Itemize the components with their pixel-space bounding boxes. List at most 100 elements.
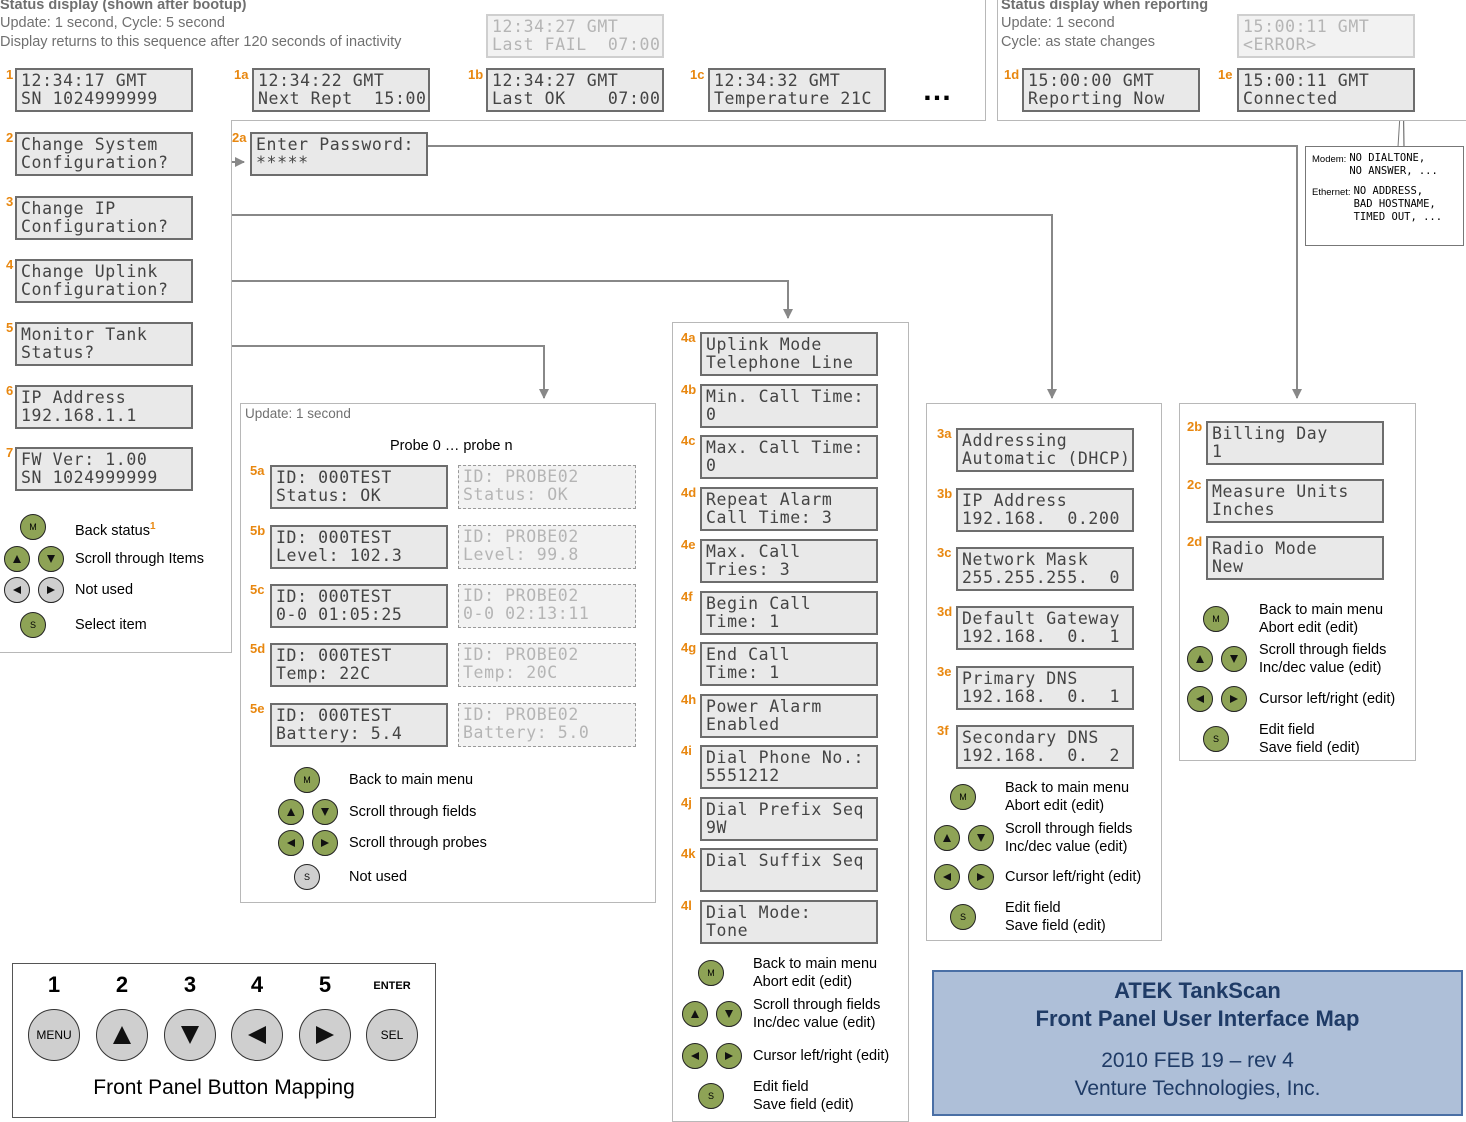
- lcd-uplink-field: Dial Mode: Tone: [700, 900, 878, 944]
- arrow-up-button-icon: [934, 825, 960, 851]
- menu-button[interactable]: MENU: [28, 1009, 80, 1061]
- screen-num: 1b: [468, 67, 484, 82]
- lcd-system-field: Billing Day 1: [1206, 421, 1384, 465]
- arrow-up-button-icon: [4, 546, 30, 572]
- modem-text: NO DIALTONE, NO ANSWER, ...: [1349, 152, 1438, 177]
- left-arrow-button[interactable]: [231, 1009, 283, 1061]
- screen-num: 3a: [937, 426, 952, 441]
- screen-num: 4j: [681, 795, 692, 810]
- lcd-uplink-field: Dial Suffix Seq: [700, 848, 878, 892]
- select-button-icon: S: [1203, 726, 1229, 752]
- lcd-ip-field: Addressing Automatic (DHCP): [956, 428, 1134, 472]
- screen-num: 5: [6, 320, 14, 335]
- button-number: 5: [318, 972, 332, 997]
- probe-heading: Probe 0 … probe n: [390, 438, 513, 454]
- arrow-right-button-icon: [312, 830, 338, 856]
- menu-button-icon: M: [20, 514, 46, 540]
- error-note: Modem:NO DIALTONE, NO ANSWER, ... Ethern…: [1305, 146, 1464, 246]
- lcd-monitor-probe-n: ID: PROBE02 Battery: 5.0: [458, 703, 636, 747]
- arrow-left-button-icon: [1187, 686, 1213, 712]
- title-line-1: ATEK TankScan: [1114, 978, 1281, 1003]
- lcd-main-menu-item: Change IP Configuration?: [15, 196, 193, 240]
- screen-num: 1c: [690, 67, 705, 82]
- screen-num: 4h: [681, 692, 697, 707]
- lcd-uplink-field: Power Alarm Enabled: [700, 694, 878, 738]
- arrow-up-button-icon: [1187, 646, 1213, 672]
- screen-num: 2d: [1187, 534, 1203, 549]
- arrow-down-button-icon: [38, 546, 64, 572]
- lcd-main-menu-item: FW Ver: 1.00 SN 1024999999: [15, 447, 193, 491]
- right-arrow-button[interactable]: [299, 1009, 351, 1061]
- arrow-down-button-icon: [312, 799, 338, 825]
- legend-text: Scroll through fields: [349, 804, 477, 820]
- lcd-monitor-probe-n: ID: PROBE02 Level: 99.8: [458, 525, 636, 569]
- screen-num: 1: [6, 67, 14, 82]
- lcd-monitor-probe-n: ID: PROBE02 Temp: 20C: [458, 643, 636, 687]
- legend-text: Scroll through probes: [349, 835, 487, 851]
- screen-num: 4g: [681, 640, 697, 655]
- button-mapping-panel: [12, 963, 436, 1118]
- lcd-ip-field: Secondary DNS 192.168. 0. 2: [956, 725, 1134, 769]
- legend-text: Cursor left/right (edit): [1005, 869, 1142, 885]
- legend-text: Cursor left/right (edit): [753, 1048, 890, 1064]
- lcd-main-menu-item: Change Uplink Configuration?: [15, 259, 193, 303]
- screen-num: 5e: [250, 701, 265, 716]
- screen-num: 3f: [937, 723, 949, 738]
- legend-text: Edit field Save field (edit): [1259, 722, 1360, 756]
- screen-num: 3e: [937, 664, 952, 679]
- legend-text: Edit field Save field (edit): [753, 1079, 854, 1113]
- lcd-ip-field: Default Gateway 192.168. 0. 1: [956, 606, 1134, 650]
- arrow-4-to-uplink: [193, 280, 793, 319]
- status-bootup-returns: Display returns to this sequence after 1…: [0, 34, 402, 50]
- arrow-down-button-icon: [716, 1001, 742, 1027]
- arrow-right-button-icon: [1221, 686, 1247, 712]
- arrow-left-button-icon: [4, 577, 30, 603]
- lcd-error: 15:00:11 GMT <ERROR>: [1237, 14, 1415, 58]
- button-number: 2: [115, 972, 129, 997]
- screen-num: 5c: [250, 582, 265, 597]
- status-bootup-update: Update: 1 second, Cycle: 5 second: [0, 15, 225, 31]
- title-line-2: Front Panel User Interface Map: [1035, 1006, 1360, 1031]
- arrow-left-button-icon: [682, 1043, 708, 1069]
- lcd-ip-field: Network Mask 255.255.255. 0: [956, 547, 1134, 591]
- button-number: 3: [183, 972, 197, 997]
- screen-num: 5b: [250, 523, 266, 538]
- lcd-uplink-field: Min. Call Time: 0: [700, 384, 878, 428]
- menu-button-icon: M: [698, 960, 724, 986]
- legend-text: Select item: [75, 617, 147, 633]
- button-number: 1: [47, 972, 61, 997]
- screen-num: 4d: [681, 485, 697, 500]
- legend-text: Back to main menu: [349, 772, 474, 788]
- legend-text: Not used: [75, 582, 134, 598]
- lcd-uplink-field: Dial Phone No.: 5551212: [700, 745, 878, 789]
- arrow-right-button-icon: [38, 577, 64, 603]
- status-reporting-update: Update: 1 second: [1001, 15, 1115, 31]
- lcd-uplink-field: Max. Call Time: 0: [700, 435, 878, 479]
- select-button-icon: S: [698, 1083, 724, 1109]
- title-line-3: 2010 FEB 19 – rev 4: [1101, 1049, 1294, 1072]
- select-button-icon: S: [294, 864, 320, 890]
- menu-button-icon: M: [950, 784, 976, 810]
- arrow-up-button-icon: [682, 1001, 708, 1027]
- lcd-main-menu-item: Monitor Tank Status?: [15, 322, 193, 366]
- screen-num: 1d: [1004, 67, 1020, 82]
- ethernet-label: Ethernet:: [1312, 187, 1351, 198]
- down-arrow-button[interactable]: [164, 1009, 216, 1061]
- screen-num: 3b: [937, 486, 953, 501]
- button-label: MENU: [36, 1028, 72, 1042]
- lcd-ip-field: Primary DNS 192.168. 0. 1: [956, 666, 1134, 710]
- lcd-last-fail: 12:34:27 GMT Last FAIL 07:00: [486, 14, 664, 58]
- button-number: ENTER: [373, 980, 411, 992]
- lcd-uplink-field: Dial Prefix Seq 9W: [700, 797, 878, 841]
- more-ellipsis: …: [922, 74, 952, 107]
- arrow-left-button-icon: [278, 830, 304, 856]
- legend-text: Back to main menu Abort edit (edit): [1259, 602, 1384, 636]
- lcd-ip-field: IP Address 192.168. 0.200: [956, 488, 1134, 532]
- up-arrow-button[interactable]: [96, 1009, 148, 1061]
- arrow-right-button-icon: [968, 864, 994, 890]
- lcd-uplink-field: Begin Call Time: 1: [700, 591, 878, 635]
- lcd-screen-1b: 12:34:27 GMT Last OK 07:00: [486, 68, 664, 112]
- modem-label: Modem:: [1312, 154, 1347, 165]
- select-button[interactable]: SEL: [366, 1009, 418, 1061]
- screen-num: 3c: [937, 545, 952, 560]
